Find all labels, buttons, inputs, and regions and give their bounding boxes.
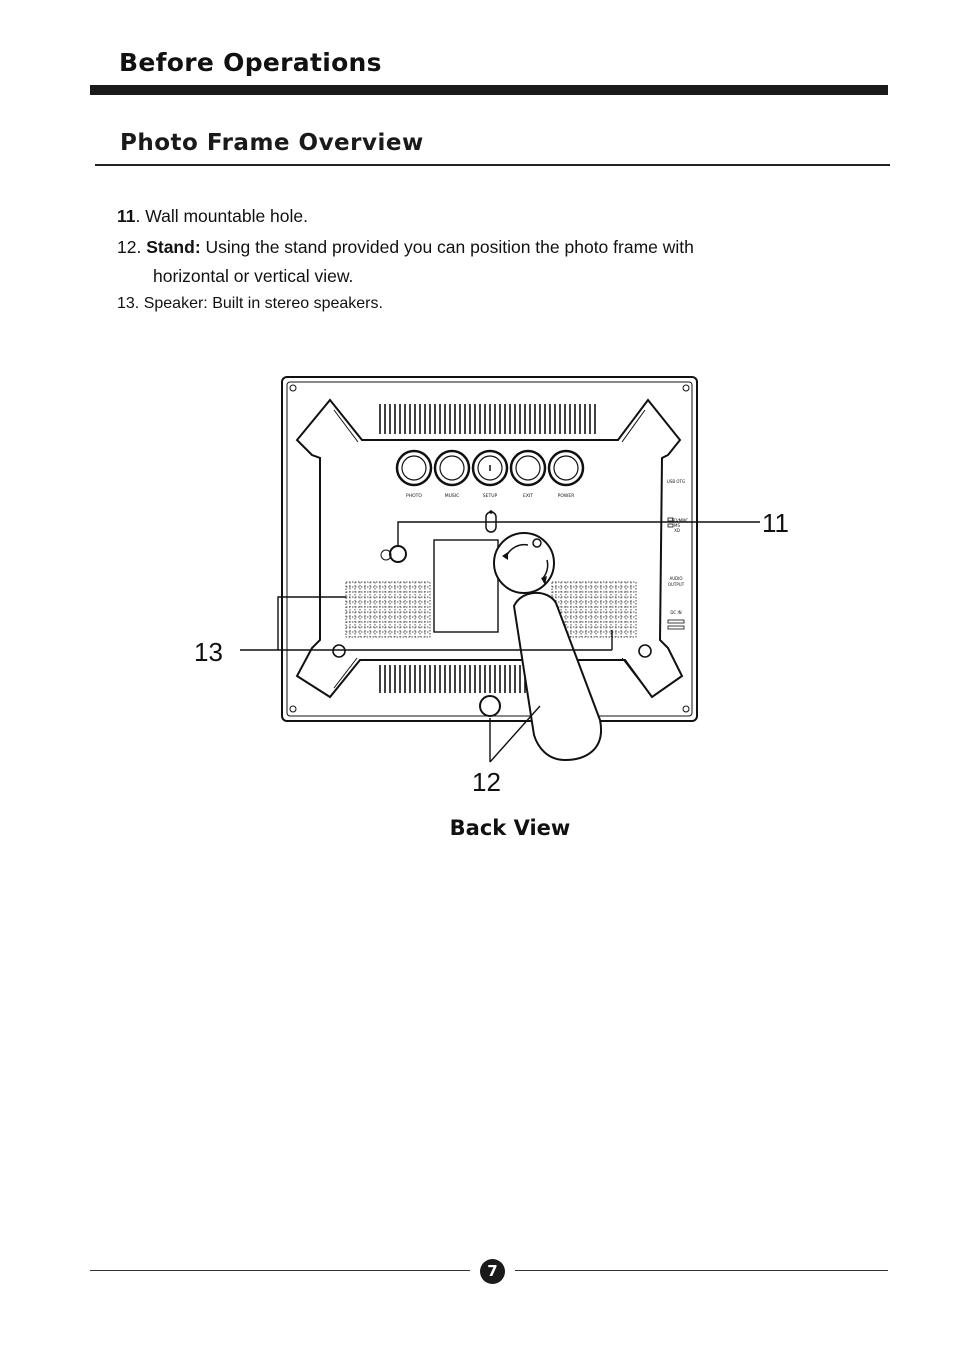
- list-item: 13. Speaker: Built in stereo speakers.: [117, 294, 383, 313]
- list-item-continuation: horizontal or vertical view.: [153, 266, 354, 286]
- bottom-vent: [379, 665, 531, 693]
- music-button-icon: [433, 449, 471, 487]
- item-number: 11: [117, 206, 136, 226]
- figure-caption: Back View: [449, 816, 571, 840]
- page-heading: Photo Frame Overview: [120, 130, 424, 156]
- list-item: 12. Stand: Using the stand provided you …: [117, 237, 694, 258]
- section-title: Before Operations: [119, 48, 382, 77]
- item-term: Stand:: [146, 237, 201, 257]
- port-label: AUDIO: [669, 576, 682, 581]
- back-view-diagram: PHOTO MUSIC SETUP EXIT POWER USB OTG SD/…: [194, 376, 789, 797]
- button-label: EXIT: [523, 493, 533, 499]
- stand-arm: [512, 591, 603, 762]
- port-label: MS: [674, 523, 680, 528]
- callout-lines: [240, 521, 760, 763]
- screw-icons: [289, 384, 690, 713]
- center-panel: [433, 539, 499, 633]
- control-buttons: [395, 449, 585, 487]
- port-label: XD: [674, 528, 680, 533]
- list-item: 11. Wall mountable hole.: [117, 206, 308, 227]
- photo-button-icon: [395, 449, 433, 487]
- stand-hinge: [493, 532, 555, 594]
- item-number: 13.: [117, 295, 140, 312]
- power-button-icon: [547, 449, 585, 487]
- button-label: MUSIC: [445, 493, 460, 499]
- port-label: SD/MMC: [672, 518, 689, 523]
- page-number-badge: 7: [480, 1259, 505, 1284]
- callout-12: 12: [472, 767, 501, 797]
- back-panel-shape: [295, 398, 684, 699]
- item-number: 12.: [117, 237, 142, 257]
- button-label: SETUP: [483, 493, 498, 499]
- button-label: PHOTO: [406, 493, 422, 499]
- top-vent: [379, 404, 596, 434]
- item-text: Using the stand provided you can positio…: [200, 237, 694, 257]
- section-rule: [90, 85, 888, 95]
- port-label: USB OTG: [667, 479, 685, 484]
- stand-socket-icon: [479, 695, 501, 717]
- speaker-grid-left: [345, 581, 431, 638]
- footer-rule-left: [90, 1270, 470, 1271]
- callout-13: 13: [194, 637, 223, 667]
- wall-mount-hole-icon: [389, 545, 407, 563]
- item-text: . Wall mountable hole.: [135, 206, 309, 226]
- wall-mount-hole-icon: [485, 511, 497, 533]
- setup-button-icon: [471, 449, 509, 487]
- button-label: POWER: [558, 493, 575, 499]
- footer-rule-right: [515, 1270, 888, 1271]
- exit-button-icon: [509, 449, 547, 487]
- callout-11: 11: [762, 508, 789, 538]
- heading-rule: [95, 164, 890, 166]
- item-text: Built in stereo speakers.: [207, 295, 383, 312]
- item-term: Speaker:: [143, 295, 208, 312]
- port-label: DC IN: [670, 610, 681, 615]
- port-label: OUTPUT: [668, 582, 685, 587]
